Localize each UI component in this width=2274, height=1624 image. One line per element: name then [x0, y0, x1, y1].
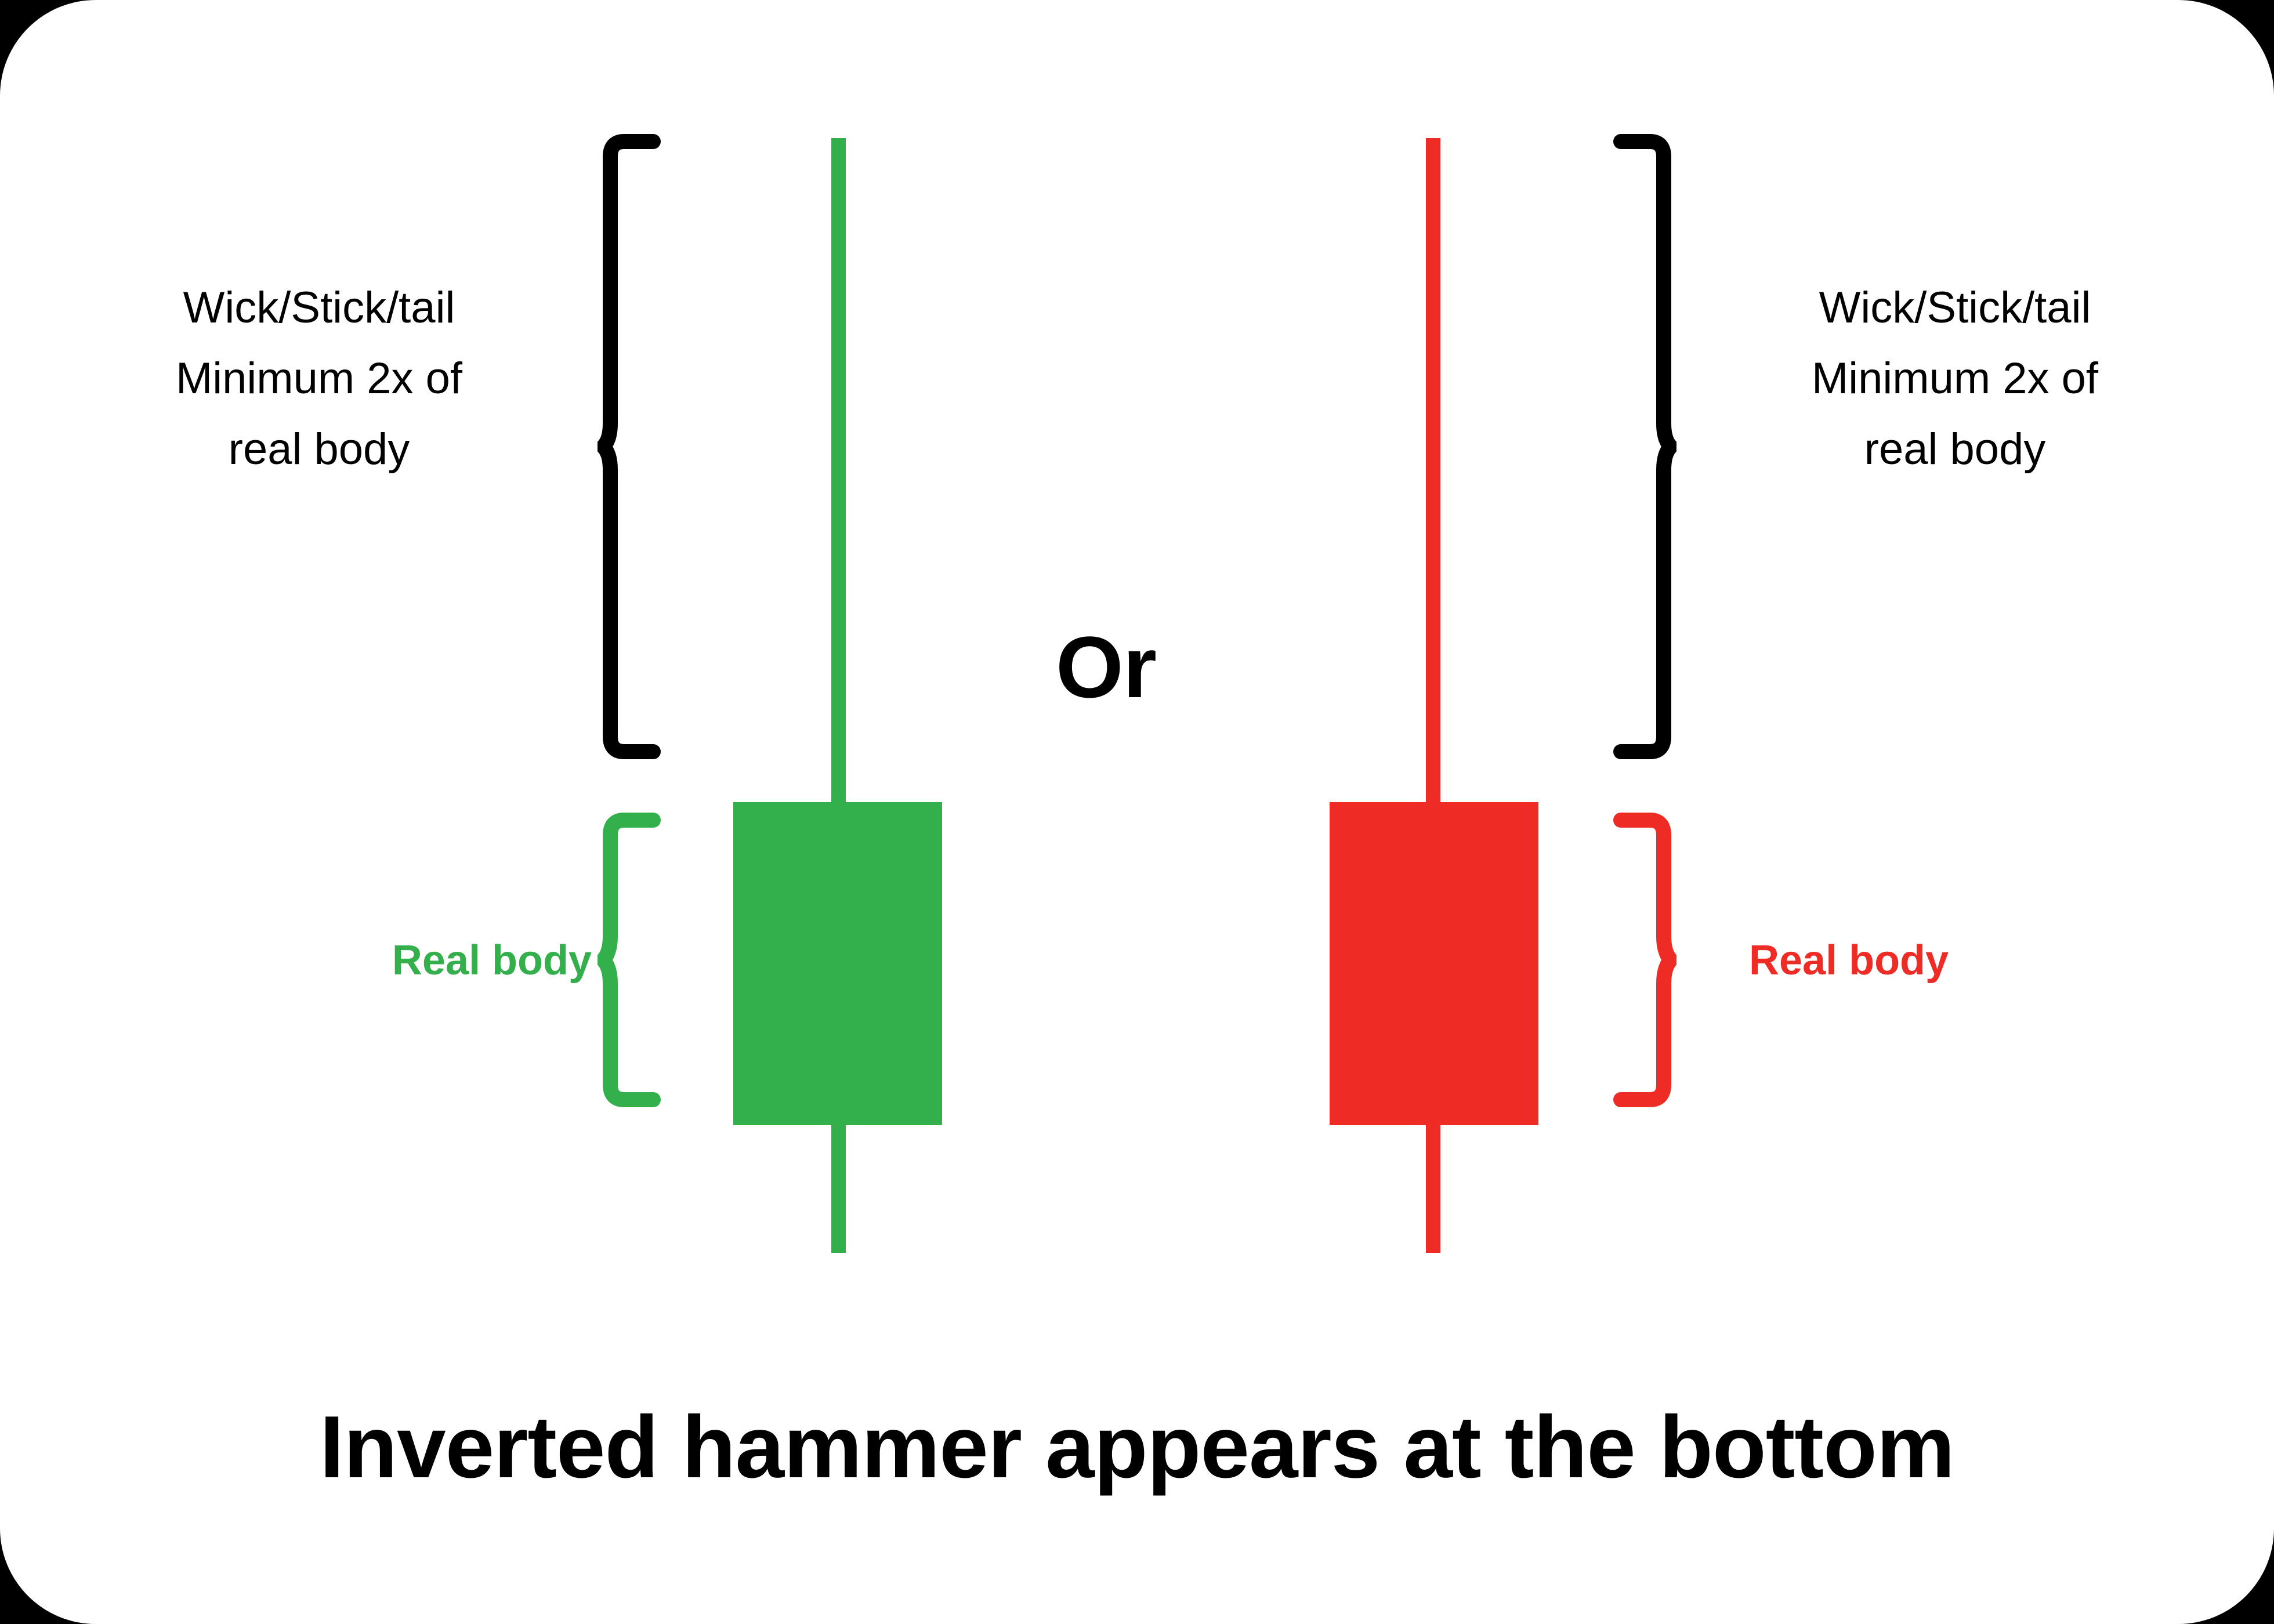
right-real-body-brace-icon: [1613, 813, 1676, 1107]
right-wick-label-line3: real body: [1864, 425, 2046, 474]
diagram-caption: Inverted hammer appears at the bottom: [320, 1398, 1955, 1496]
left-wick-label-line2: Minimum 2x of: [175, 354, 463, 403]
left-real-body-label: Real body: [392, 937, 592, 984]
right-real-body-label: Real body: [1749, 937, 1949, 984]
right-wick-brace-icon: [1613, 134, 1676, 759]
red-candle-real-body: [1330, 802, 1538, 1125]
or-separator-text: Or: [1056, 618, 1157, 716]
left-wick-label: Wick/Stick/tail Minimum 2x of real body: [75, 273, 563, 485]
right-wick-label-line1: Wick/Stick/tail: [1819, 283, 2091, 332]
right-wick-label: Wick/Stick/tail Minimum 2x of real body: [1711, 273, 2199, 485]
left-real-body-brace-icon: [598, 813, 661, 1107]
left-wick-brace-icon: [598, 134, 661, 759]
left-wick-label-line3: real body: [228, 425, 410, 474]
right-wick-label-line2: Minimum 2x of: [1811, 354, 2099, 403]
left-wick-label-line1: Wick/Stick/tail: [183, 283, 455, 332]
green-candle-real-body: [733, 802, 942, 1125]
